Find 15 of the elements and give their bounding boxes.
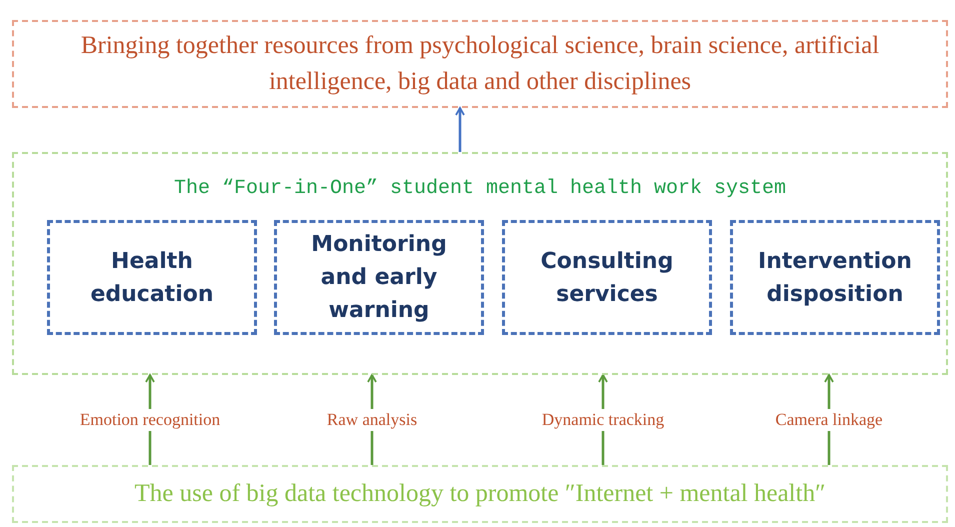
- box-text: Consulting services: [540, 248, 674, 308]
- box-text: Monitoring and early warning: [310, 231, 448, 325]
- dashed-box: [274, 220, 484, 335]
- dashed-group-box: [12, 152, 948, 375]
- box-text: Health education: [89, 248, 215, 308]
- box-text: Bringing together resources from psychological science, brain science, artificial intelligence, big data and other disciplines: [80, 31, 880, 97]
- dashed-box: [730, 220, 940, 335]
- dashed-box: [12, 465, 948, 523]
- box-text: The use of big data technology to promote ″Internet + mental health″: [134, 479, 826, 510]
- box-text: Intervention disposition: [757, 248, 913, 308]
- dashed-box: [47, 220, 257, 335]
- group-heading: The “Four-in-One” student mental health work system: [172, 176, 788, 202]
- dashed-box: [12, 20, 948, 108]
- arrow: [455, 107, 465, 152]
- dashed-box: [502, 220, 712, 335]
